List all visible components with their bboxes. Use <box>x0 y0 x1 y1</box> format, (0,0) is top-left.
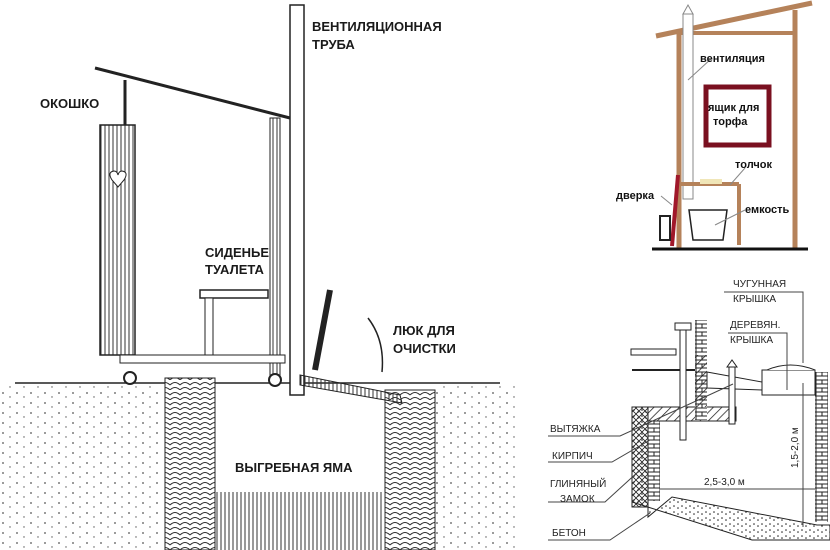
cast-iron-lid-label: ЧУГУННАЯ <box>733 279 786 290</box>
slab <box>647 406 737 422</box>
cast-iron-lid <box>766 364 816 371</box>
brick-wall-right <box>815 372 828 522</box>
pit-wall-left <box>164 377 216 550</box>
roof <box>94 66 291 120</box>
ground-left <box>0 385 160 550</box>
peat-box <box>703 84 772 148</box>
wooden-lid-label: КРЫШКА <box>730 335 773 346</box>
cast-iron-lid-label: КРЫШКА <box>733 294 776 305</box>
leader-line <box>548 383 734 437</box>
exhaust-label: ВЫТЯЖКА <box>550 424 601 435</box>
ground-right <box>435 385 515 550</box>
seat-label: СИДЕНЬЕ <box>205 245 269 260</box>
toilet-seat <box>700 179 722 184</box>
clay-lock <box>631 406 649 508</box>
exhaust-pipe <box>728 366 736 425</box>
pit-wall-right <box>384 389 436 550</box>
leader-line <box>728 332 788 390</box>
depth-dimension-label: 1,5-2,0 м <box>790 427 801 468</box>
peat-box-label: ящик для <box>708 102 759 114</box>
leader-line <box>714 209 746 226</box>
seat-leg <box>204 297 214 356</box>
pit-label: ВЫГРЕБНАЯ ЯМА <box>235 460 353 475</box>
toilet-seat <box>199 289 269 299</box>
bench <box>630 348 677 356</box>
leader-line <box>548 439 651 463</box>
brick-wall-left <box>648 421 660 501</box>
leader-line <box>687 57 713 81</box>
floor <box>119 354 286 364</box>
leader-line <box>548 512 651 541</box>
leader-line <box>729 167 746 186</box>
cesspit-section-diagram: ЧУГУННАЯ КРЫШКА ДЕРЕВЯН. КРЫШКА ВЫТЯЖКА … <box>548 279 830 541</box>
door-label: дверка <box>616 190 655 202</box>
concrete-label: БЕТОН <box>552 528 586 539</box>
vent-pipe-label: ТРУБА <box>312 37 355 52</box>
brick-label: КИРПИЧ <box>552 451 593 462</box>
vent-pipe <box>682 13 694 200</box>
hatch-label: ОЧИСТКИ <box>393 341 456 356</box>
wooden-lid-label: ДЕРЕВЯН. <box>730 320 780 331</box>
concrete-base <box>631 406 830 541</box>
wooden-lid-box <box>761 369 816 396</box>
wheel <box>268 373 282 387</box>
cleaning-hatch <box>299 374 403 404</box>
vent-arrow-icon <box>682 3 694 15</box>
vent-pipe-label: ВЕНТИЛЯЦИОННАЯ <box>312 19 442 34</box>
vent-pipe <box>289 4 305 396</box>
exhaust-cap-icon <box>726 359 738 368</box>
roof <box>655 0 813 39</box>
hatch-lid-open <box>312 289 333 371</box>
wheel <box>123 371 137 385</box>
toilet-seat <box>674 322 692 331</box>
ventilation-label: вентиляция <box>700 53 765 65</box>
seat-label: ТУАЛЕТА <box>205 262 265 277</box>
container-label: емкость <box>745 204 790 216</box>
hatch-arrow-icon <box>367 317 384 373</box>
clay-lock-label: ГЛИНЯНЫЙ <box>550 477 606 490</box>
peat-toilet-diagram: вентиляция ящик для торфа толчок дверка … <box>616 0 813 251</box>
door <box>670 174 680 247</box>
pit-toilet-section-diagram: ВЕНТИЛЯЦИОННАЯ ТРУБА ОКОШКО СИДЕНЬЕ ТУАЛ… <box>0 4 515 550</box>
door <box>99 124 136 356</box>
pit-waste <box>215 492 385 550</box>
clay-lock-label: ЗАМОК <box>560 494 595 505</box>
leader-line <box>548 469 641 503</box>
leader-line <box>724 291 804 363</box>
container-bucket <box>688 209 728 241</box>
heart-window-icon <box>109 170 127 188</box>
width-dimension-label: 2,5-3,0 м <box>704 477 745 488</box>
window-label: ОКОШКО <box>40 96 99 111</box>
drop-pipe <box>679 329 687 441</box>
rear-post <box>269 117 281 381</box>
peat-box-label: торфа <box>713 116 748 128</box>
column-hatch <box>695 355 707 407</box>
toilet-label: толчок <box>735 159 773 171</box>
leader-line <box>660 195 673 206</box>
door-handle <box>659 215 671 241</box>
hatch-label: ЛЮК ДЛЯ <box>393 323 455 338</box>
